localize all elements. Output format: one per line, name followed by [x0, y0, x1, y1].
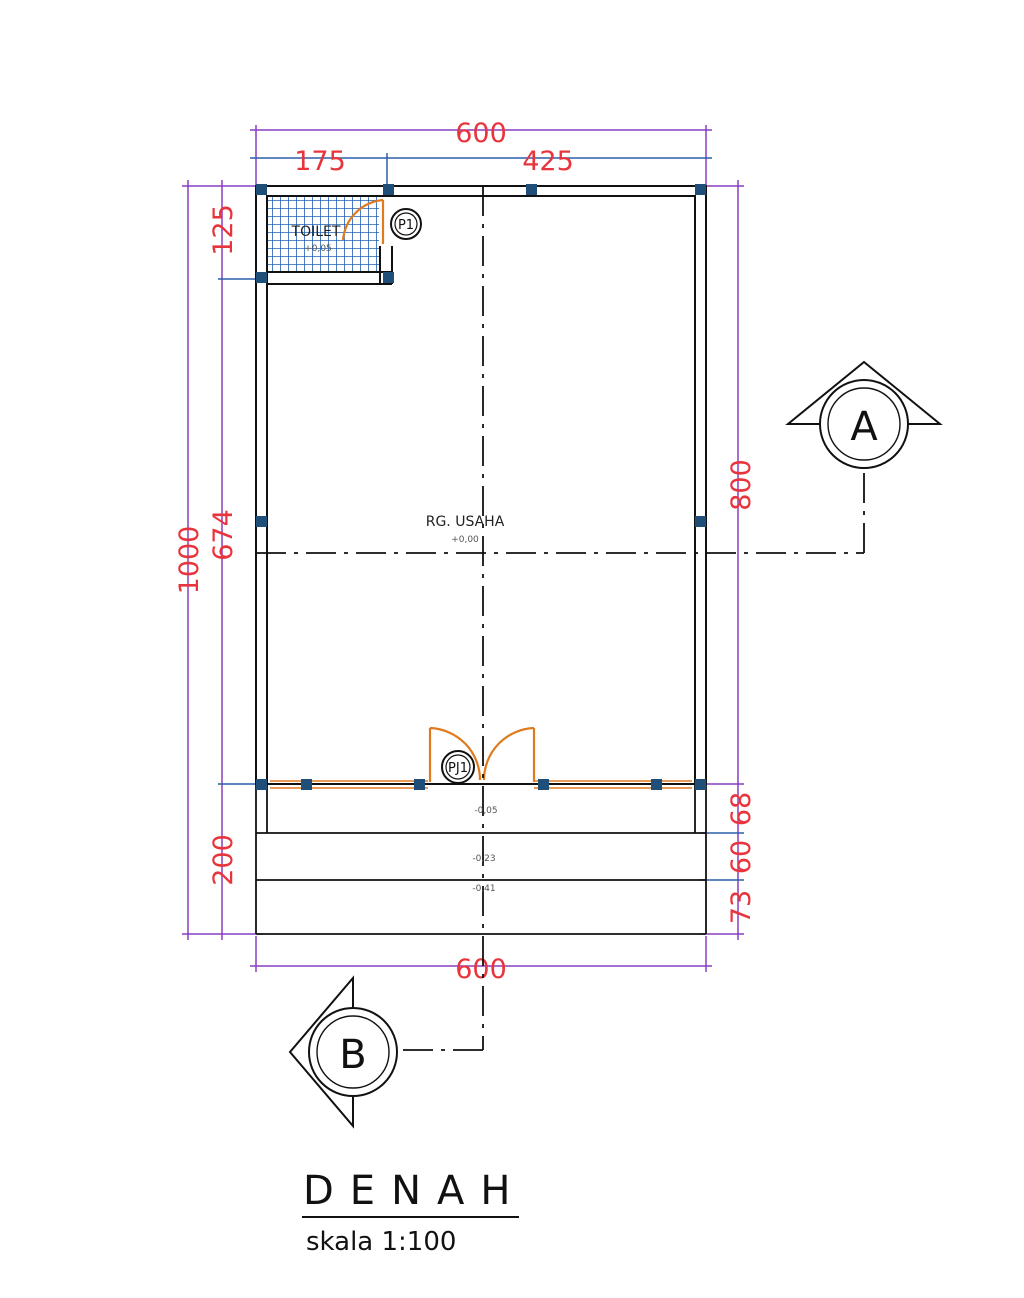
- door-tag-pj1-label: PJ1: [448, 761, 468, 776]
- dim-bottom-overall: 600: [455, 954, 507, 985]
- dim-right-step2: 60: [726, 840, 757, 874]
- section-marker-a: [785, 360, 943, 469]
- dim-right-main: 800: [726, 459, 757, 511]
- terrace-steps: [255, 784, 707, 935]
- top-dimensions: [250, 125, 712, 190]
- room-name-main: RG. USAHA: [426, 514, 505, 530]
- level-step3: -0,41: [472, 884, 495, 894]
- dim-right-step1: 68: [726, 792, 757, 826]
- left-dimensions: [182, 180, 262, 940]
- section-marker-b: [288, 975, 398, 1129]
- dim-left-toilet: 125: [208, 204, 239, 256]
- toilet-door: [341, 198, 385, 244]
- level-step2: -0,23: [472, 854, 495, 864]
- front-windows: [270, 780, 692, 789]
- drawing-title: DENAH: [303, 1168, 527, 1214]
- title-underline: [302, 1216, 519, 1218]
- door-tag-pj1: PJ1: [441, 750, 475, 784]
- right-dimensions: [700, 180, 744, 940]
- section-marker-a-label: A: [850, 404, 878, 450]
- dim-right-step3: 73: [726, 890, 757, 924]
- dim-left-terrace: 200: [208, 834, 239, 886]
- bottom-dimensions: [250, 936, 712, 972]
- room-level-toilet: +0,05: [304, 244, 332, 254]
- section-lines: [256, 186, 865, 1051]
- dim-top-right: 425: [522, 146, 574, 177]
- room-level-main: +0,00: [451, 535, 479, 545]
- dim-left-main: 674: [208, 509, 239, 561]
- level-step1: -0,05: [474, 806, 497, 816]
- door-tag-p1: P1: [390, 208, 422, 240]
- dim-top-overall: 600: [455, 118, 507, 149]
- drawing-scale: skala 1:100: [306, 1227, 457, 1257]
- columns: [256, 184, 706, 790]
- walls: [255, 185, 707, 785]
- dim-left-overall: 1000: [174, 526, 205, 595]
- door-tag-p1-label: P1: [398, 218, 414, 233]
- room-name-toilet: TOILET: [291, 224, 341, 240]
- dim-top-left: 175: [294, 146, 346, 177]
- main-double-door: [428, 726, 536, 782]
- section-marker-b-label: B: [339, 1032, 366, 1078]
